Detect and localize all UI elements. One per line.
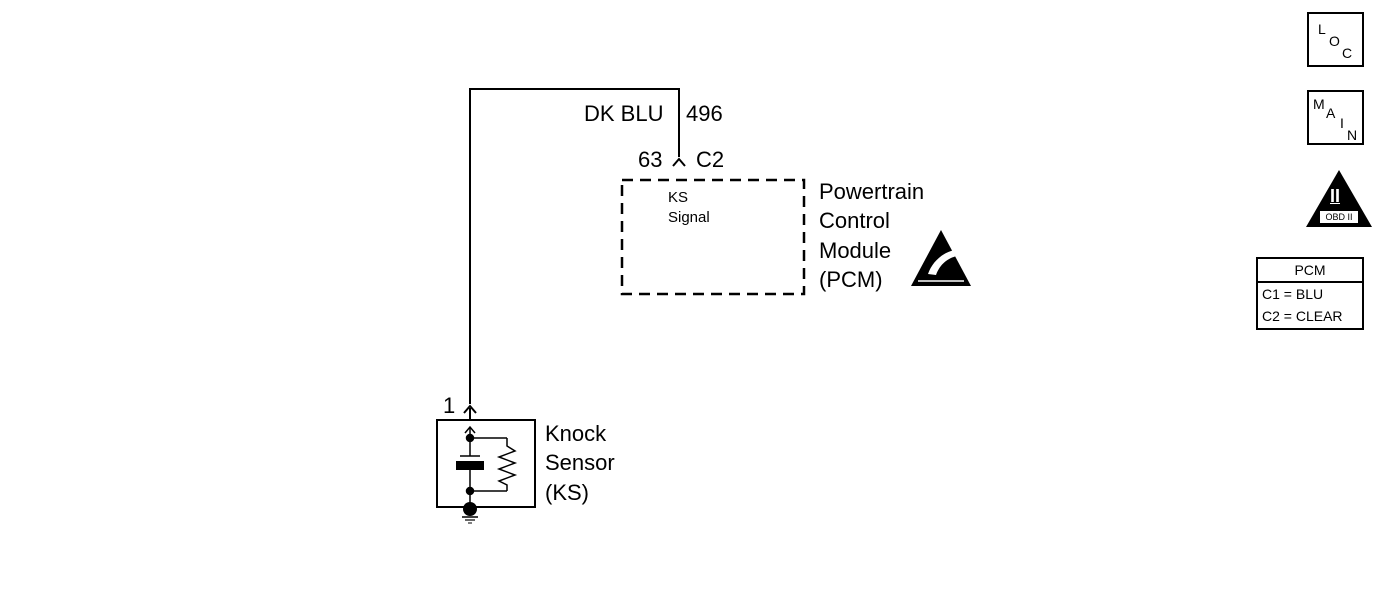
pcm-pin-number: 63 — [638, 147, 663, 172]
loc-letter: O — [1329, 33, 1340, 49]
main-letter: N — [1347, 127, 1358, 143]
main-letter: A — [1326, 105, 1336, 121]
main-letter: M — [1313, 96, 1325, 112]
loc-letter: C — [1342, 45, 1353, 61]
obd-ii-button[interactable]: II OBD II — [1306, 170, 1372, 228]
chevron-up-icon — [672, 157, 686, 167]
wire-dk-blu-496 — [469, 88, 680, 404]
sensor-pin-number: 1 — [443, 393, 456, 418]
main-letter: I — [1340, 115, 1344, 131]
pcm-circuit-label: KS Signal — [668, 189, 710, 226]
obd-label: OBD II — [1325, 212, 1353, 222]
pcm-connector-id: C2 — [696, 147, 725, 172]
pcm-module-box — [620, 178, 806, 296]
ground-icon — [462, 502, 478, 524]
main-button[interactable]: M A I N — [1307, 90, 1364, 145]
knock-sensor-box — [436, 419, 536, 508]
wire-color-label: DK BLU — [584, 101, 664, 126]
wire-circuit-number: 496 — [686, 101, 723, 126]
pcm-connector-legend: PCM C1 = BLU C2 = CLEAR — [1256, 257, 1364, 330]
chevron-up-icon — [463, 404, 477, 414]
knock-sensor-name: Knock Sensor (KS) — [545, 421, 615, 505]
pcm-legend-row: C2 = CLEAR — [1262, 308, 1343, 324]
pcm-module-name: Powertrain Control Module (PCM) — [819, 179, 925, 292]
knock-sensor-symbol — [456, 425, 518, 504]
pcm-legend-row: C1 = BLU — [1262, 286, 1324, 302]
pcm-legend-title: PCM — [1258, 259, 1362, 283]
loc-letter: L — [1318, 21, 1326, 37]
esd-warning-icon — [911, 230, 971, 286]
loc-button[interactable]: L O C — [1307, 12, 1364, 67]
obd-ii-triangle-icon — [1306, 170, 1372, 227]
obd-numeral: II — [1330, 186, 1341, 206]
